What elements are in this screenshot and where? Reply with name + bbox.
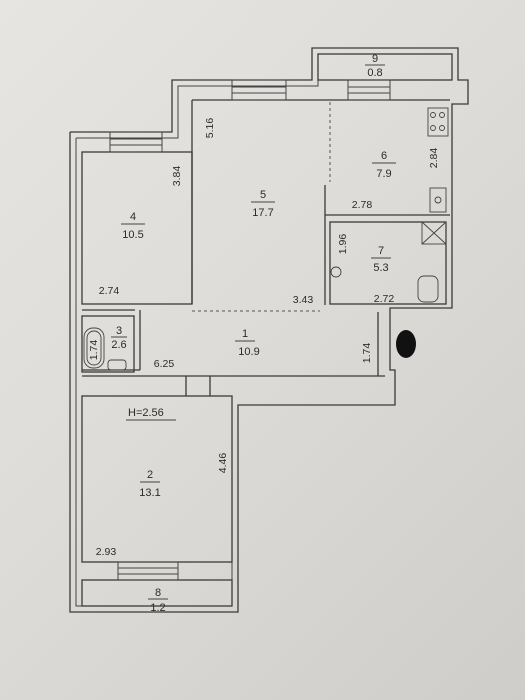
room-6-number: 6 xyxy=(381,150,387,162)
dimension-4-46: 4.46 xyxy=(217,453,229,474)
room-3-number: 3 xyxy=(116,325,122,337)
room-9-area: 0.8 xyxy=(367,67,382,79)
fixtures xyxy=(83,107,449,371)
room-4-area: 10.5 xyxy=(122,229,143,241)
door-hall-room2 xyxy=(185,376,211,396)
room-3-area: 2.6 xyxy=(111,339,126,351)
dimension-1-96: 1.96 xyxy=(337,234,349,255)
outer-walls xyxy=(69,47,469,613)
dimension-labels: 5.16 3.84 2.84 2.78 1.96 2.74 3.43 2.72 … xyxy=(88,118,440,558)
room-7-number: 7 xyxy=(378,245,384,257)
window-room-2 xyxy=(117,561,179,581)
ink-blot xyxy=(396,330,416,358)
window-room-6 xyxy=(347,79,391,101)
dimension-3-43: 3.43 xyxy=(293,294,314,306)
room-2-area: 13.1 xyxy=(139,487,160,499)
room-5-area: 17.7 xyxy=(252,207,273,219)
room-4-number: 4 xyxy=(130,211,136,223)
windows xyxy=(109,79,391,581)
dimension-3-84: 3.84 xyxy=(171,166,183,187)
room-1-number: 1 xyxy=(242,328,248,340)
interior-walls xyxy=(81,53,453,607)
window-room-5 xyxy=(231,79,287,101)
room-9-number: 9 xyxy=(372,53,378,65)
dimension-6-25: 6.25 xyxy=(154,358,175,370)
dimension-2-78: 2.78 xyxy=(352,199,373,211)
room-8-number: 8 xyxy=(155,587,161,599)
dimension-1-74-bath: 1.74 xyxy=(88,340,100,361)
dimension-5-16: 5.16 xyxy=(204,118,216,139)
room-6-area: 7.9 xyxy=(376,168,391,180)
room-8-area: 1.2 xyxy=(150,602,165,614)
ceiling-height: H=2.56 xyxy=(128,407,164,419)
dimension-2-93: 2.93 xyxy=(96,546,117,558)
room-1-area: 10.9 xyxy=(238,346,259,358)
window-room-4 xyxy=(109,131,163,153)
room-2-number: 2 xyxy=(147,469,153,481)
dimension-2-84: 2.84 xyxy=(428,148,440,169)
room-5-number: 5 xyxy=(260,189,266,201)
dimension-2-72: 2.72 xyxy=(374,293,395,305)
dimension-1-74-hall: 1.74 xyxy=(361,343,373,364)
room-labels: 1 10.9 2 13.1 3 2.6 4 10.5 5 17.7 6 7.9 … xyxy=(111,53,396,614)
room-7-area: 5.3 xyxy=(373,262,388,274)
dimension-2-74: 2.74 xyxy=(99,285,120,297)
